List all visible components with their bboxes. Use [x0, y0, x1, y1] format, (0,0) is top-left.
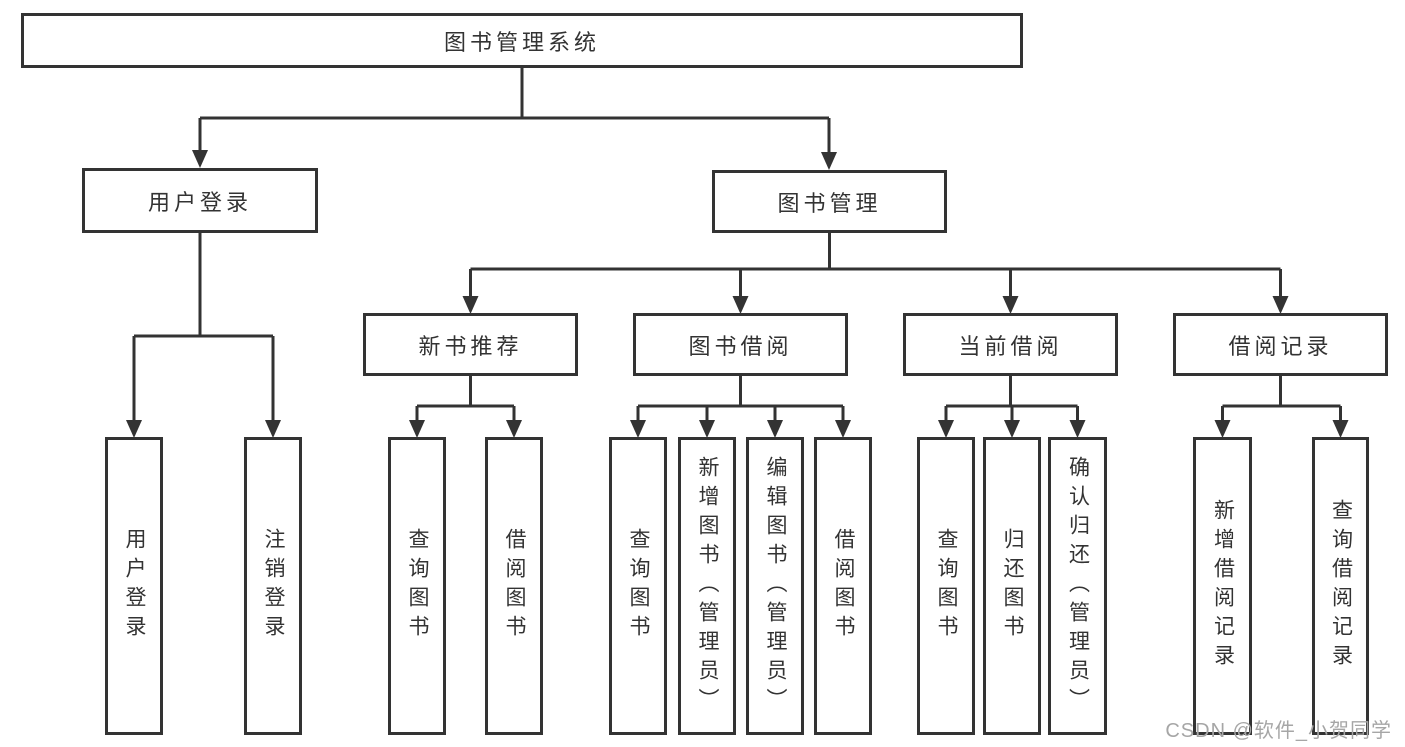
leaf-borrow-add-books-admin: 新增图书（管理员）	[678, 437, 736, 735]
node-borrow-records: 借阅记录	[1173, 313, 1388, 376]
node-book-borrow: 图书借阅	[633, 313, 848, 376]
leaf-borrow-edit-books-admin: 编辑图书（管理员）	[746, 437, 804, 735]
leaf-records-query-record: 查询借阅记录	[1312, 437, 1369, 735]
leaf-records-add-record-label: 新增借阅记录	[1211, 499, 1235, 673]
leaf-current-query-books-label: 查询图书	[935, 528, 958, 644]
node-book-management-label: 图书管理	[777, 190, 882, 216]
leaf-borrow-add-books-admin-label: 新增图书（管理员）	[696, 455, 719, 717]
node-borrow-records-label: 借阅记录	[1228, 333, 1333, 359]
node-book-management: 图书管理	[712, 170, 947, 233]
leaf-current-return-books-label: 归还图书	[1001, 528, 1024, 644]
leaf-borrow-query-books: 查询图书	[609, 437, 667, 735]
node-current-borrow-label: 当前借阅	[958, 333, 1063, 359]
connector-mgmt-to-level3	[469, 233, 1282, 297]
arrowheads-current-leaves	[938, 420, 1086, 438]
leaf-records-add-record: 新增借阅记录	[1193, 437, 1252, 735]
node-root: 图书管理系统	[21, 13, 1023, 68]
node-root-label: 图书管理系统	[443, 29, 600, 55]
leaf-user-login: 用户登录	[105, 437, 163, 735]
leaf-borrow-borrow-books-label: 借阅图书	[832, 528, 855, 644]
connector-userlogin-to-leaves	[132, 233, 275, 421]
arrowheads-level3	[462, 296, 1289, 314]
arrowheads-level2	[192, 150, 837, 170]
leaf-recommend-borrow-books-label: 借阅图书	[503, 528, 526, 644]
leaf-borrow-edit-books-admin-label: 编辑图书（管理员）	[764, 455, 787, 717]
connector-borrow-to-leaves	[636, 376, 845, 421]
leaf-borrow-borrow-books: 借阅图书	[814, 437, 872, 735]
connector-records-to-leaves	[1221, 376, 1342, 421]
csdn-watermark: CSDN @软件_小贺同学	[1165, 720, 1392, 742]
leaf-current-query-books: 查询图书	[917, 437, 975, 735]
connector-root-to-level2	[198, 68, 831, 154]
leaf-current-return-books: 归还图书	[983, 437, 1041, 735]
leaf-logout: 注销登录	[244, 437, 302, 735]
leaf-borrow-query-books-label: 查询图书	[627, 528, 650, 644]
leaf-recommend-query-books-label: 查询图书	[406, 528, 429, 644]
node-current-borrow: 当前借阅	[903, 313, 1118, 376]
node-new-book-recommend-label: 新书推荐	[418, 333, 523, 359]
arrowheads-records-leaves	[1214, 420, 1349, 438]
connector-current-to-leaves	[944, 376, 1079, 421]
leaf-user-login-label: 用户登录	[123, 528, 146, 644]
arrowheads-recommend-leaves	[409, 420, 522, 438]
node-user-login: 用户登录	[82, 168, 318, 233]
leaf-recommend-query-books: 查询图书	[388, 437, 446, 735]
node-new-book-recommend: 新书推荐	[363, 313, 578, 376]
leaf-records-query-record-label: 查询借阅记录	[1329, 499, 1353, 673]
node-user-login-label: 用户登录	[147, 189, 252, 215]
node-book-borrow-label: 图书借阅	[688, 333, 793, 359]
arrowheads-borrow-leaves	[630, 420, 851, 438]
leaf-current-confirm-return-admin: 确认归还（管理员）	[1048, 437, 1107, 735]
leaf-recommend-borrow-books: 借阅图书	[485, 437, 543, 735]
leaf-logout-label: 注销登录	[262, 528, 285, 644]
arrowheads-user-leaves	[126, 420, 281, 438]
leaf-current-confirm-return-admin-label: 确认归还（管理员）	[1066, 455, 1090, 717]
connector-recommend-to-leaves	[415, 376, 516, 421]
